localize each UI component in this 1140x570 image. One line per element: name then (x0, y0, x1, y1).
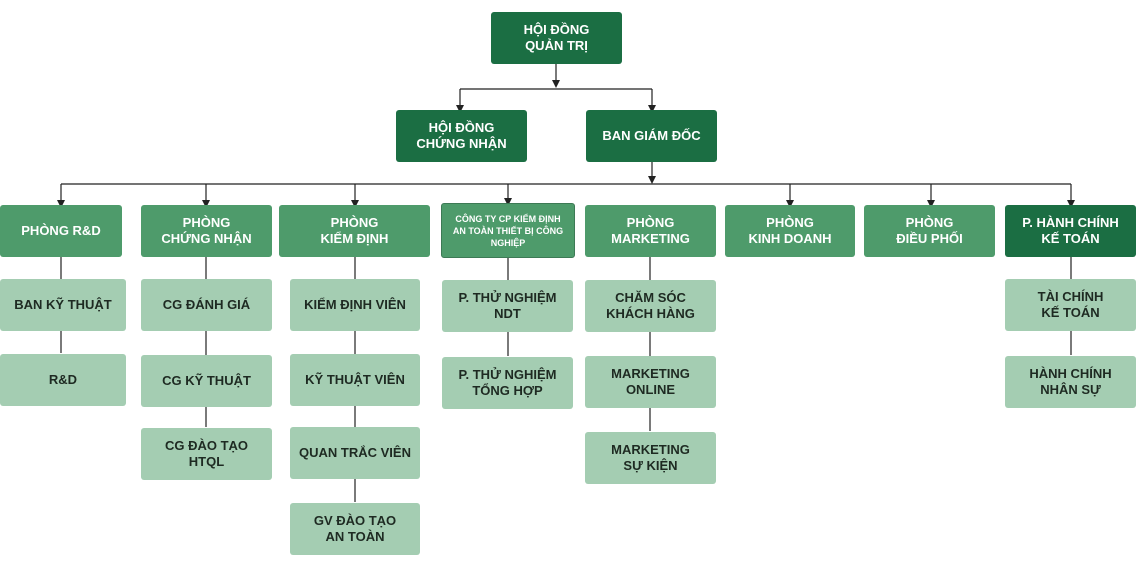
quan-trac-vien-box: QUAN TRẮC VIÊN (290, 427, 420, 479)
ban-ky-thuat-box: BAN KỸ THUẬT (0, 279, 126, 331)
cg-dao-tao-htql-box: CG ĐÀO TẠO HTQL (141, 428, 272, 480)
phong-dieu-phoi-box: PHÒNG ĐIỀU PHỐI (864, 205, 995, 257)
ban-giam-doc-box: BAN GIÁM ĐỐC (586, 110, 717, 162)
hoi-dong-chung-nhan-box: HỘI ĐỒNG CHỨNG NHẬN (396, 110, 527, 162)
hanh-chinh-nhan-su-box: HÀNH CHÍNH NHÂN SỰ (1005, 356, 1136, 408)
kiem-dinh-vien-box: KIỂM ĐỊNH VIÊN (290, 279, 420, 331)
phong-chung-nhan-box: PHÒNG CHỨNG NHẬN (141, 205, 272, 257)
phong-rd-box: PHÒNG R&D (0, 205, 122, 257)
thu-nghiem-ndt-box: P. THỬ NGHIỆM NDT (442, 280, 573, 332)
cham-soc-khach-hang-box: CHĂM SÓC KHÁCH HÀNG (585, 280, 716, 332)
cong-ty-kiem-dinh-box: CÔNG TY CP KIỂM ĐỊNH AN TOÀN THIẾT BỊ CÔ… (441, 203, 575, 258)
phong-kiem-dinh-box: PHÒNG KIỂM ĐỊNH (279, 205, 430, 257)
marketing-online-box: MARKETING ONLINE (585, 356, 716, 408)
phong-kinh-doanh-box: PHÒNG KINH DOANH (725, 205, 855, 257)
thu-nghiem-tong-hop-box: P. THỬ NGHIỆM TỔNG HỢP (442, 357, 573, 409)
cg-ky-thuat-box: CG KỸ THUẬT (141, 355, 272, 407)
tai-chinh-ke-toan-box: TÀI CHÍNH KẾ TOÁN (1005, 279, 1136, 331)
marketing-su-kien-box: MARKETING SỰ KIỆN (585, 432, 716, 484)
phong-hanh-chinh-ke-toan-box: P. HÀNH CHÍNH KẾ TOÁN (1005, 205, 1136, 257)
gv-dao-tao-an-toan-box: GV ĐÀO TẠO AN TOÀN (290, 503, 420, 555)
hoi-dong-quan-tri-box: HỘI ĐỒNG QUẢN TRỊ (491, 12, 622, 64)
ky-thuat-vien-box: KỸ THUẬT VIÊN (290, 354, 420, 406)
cg-danh-gia-box: CG ĐÁNH GIÁ (141, 279, 272, 331)
phong-marketing-box: PHÒNG MARKETING (585, 205, 716, 257)
rd-box: R&D (0, 354, 126, 406)
